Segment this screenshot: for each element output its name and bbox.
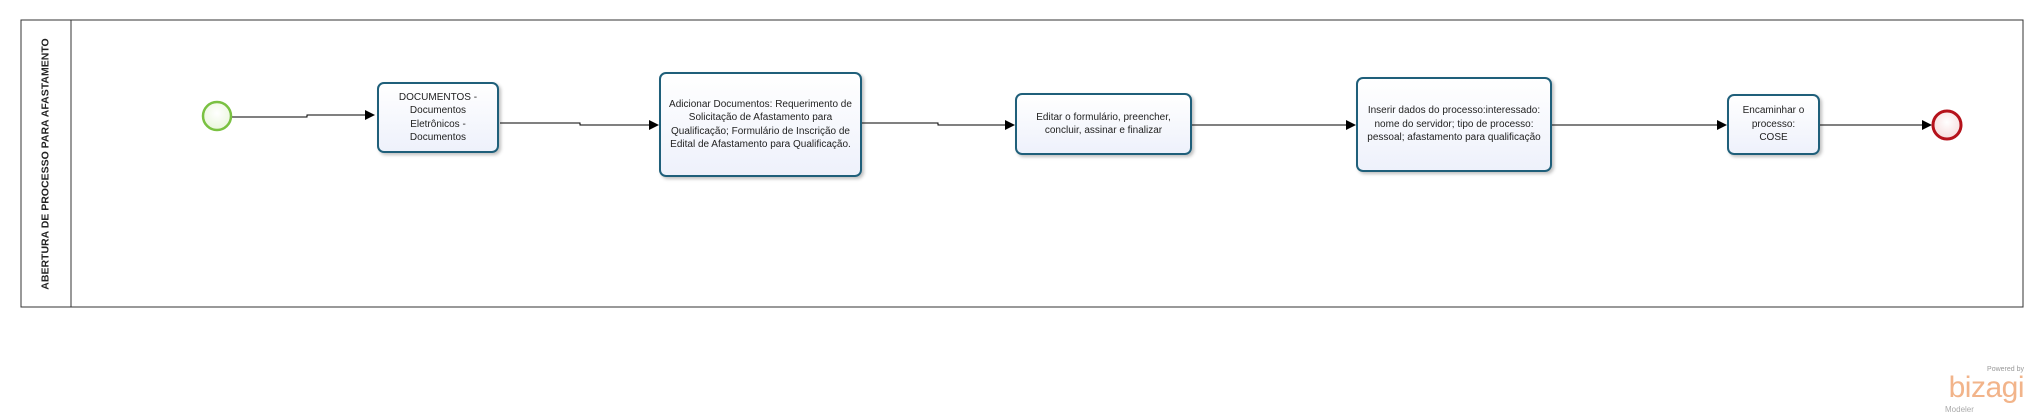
task-inserir-dados[interactable]: Inserir dados do processo:interessado: n… (1356, 77, 1552, 172)
task-encaminhar-processo-label: Encaminhar o processo: COSE (1742, 105, 1805, 144)
flow-start-to-task-1[interactable] (231, 110, 375, 120)
task-editar-formulario-label: Editar o formulário, preencher, concluir… (1036, 111, 1171, 137)
task-documentos-label: DOCUMENTOS - Documentos Eletrônicos - Do… (398, 91, 478, 144)
task-inserir-dados-label: Inserir dados do processo:interessado: n… (1367, 105, 1541, 144)
flow-task-2-to-task-3[interactable] (862, 120, 1015, 130)
logo-brand-text: bizagi (1948, 371, 2025, 404)
pool (20, 19, 2024, 308)
pool-label: ABERTURA DE PROCESSO PARA AFASTAMENTO (21, 20, 71, 307)
start-event[interactable] (201, 100, 233, 132)
end-event[interactable] (1931, 109, 1963, 141)
task-encaminhar-processo[interactable]: Encaminhar o processo: COSE (1727, 94, 1820, 155)
logo-product-text: Modeler (1945, 405, 1974, 414)
flow-task-1-to-task-2[interactable] (500, 120, 659, 130)
task-adicionar-documentos[interactable]: Adicionar Documentos: Requerimento de So… (659, 72, 862, 177)
bizagi-logo: Powered by bizagi Modeler (1934, 366, 2025, 414)
pool-label-text: ABERTURA DE PROCESSO PARA AFASTAMENTO (40, 37, 52, 290)
task-documentos[interactable]: DOCUMENTOS - Documentos Eletrônicos - Do… (377, 82, 499, 153)
task-editar-formulario[interactable]: Editar o formulário, preencher, concluir… (1015, 93, 1192, 155)
task-adicionar-documentos-label: Adicionar Documentos: Requerimento de So… (669, 98, 852, 151)
logo-powered-text: Powered by (1987, 366, 2024, 373)
